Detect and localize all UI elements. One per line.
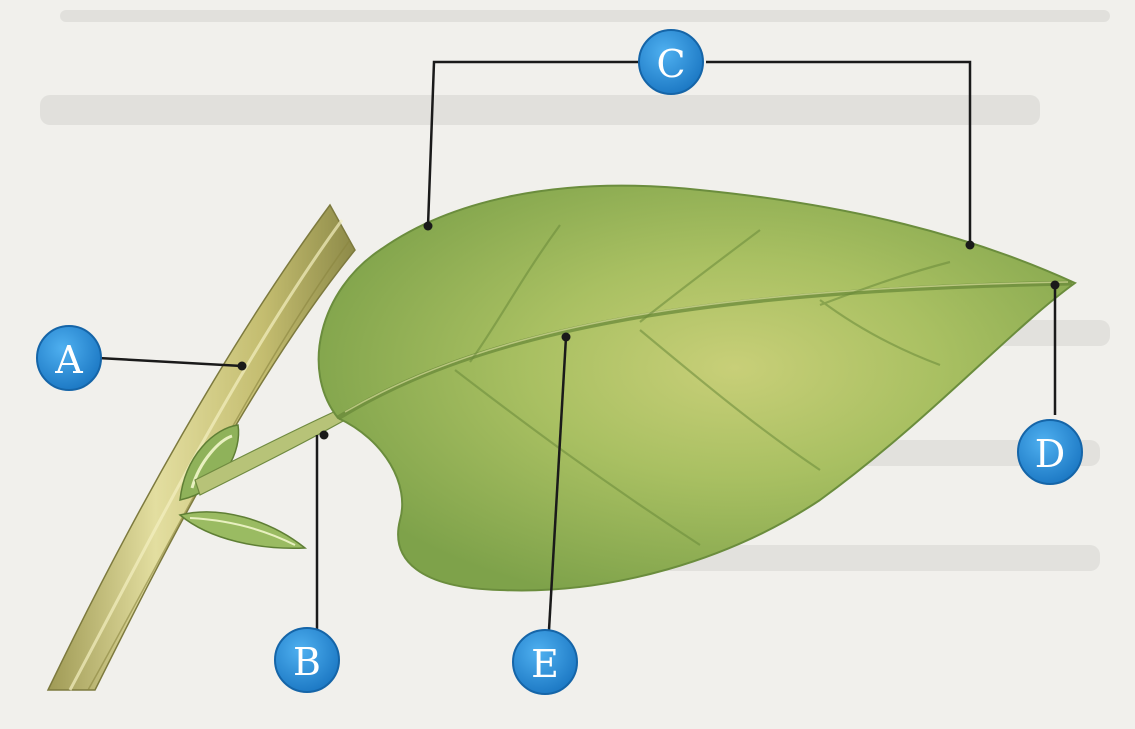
leader-e-dot: [562, 333, 571, 342]
leader-d-dot: [1051, 281, 1060, 290]
leader-c-dot-left: [424, 222, 433, 231]
label-badge-d: D: [1018, 420, 1082, 484]
label-badge-b: B: [275, 628, 339, 692]
label-a-text: A: [54, 338, 83, 382]
label-d-text: D: [1035, 432, 1065, 476]
label-badge-a: A: [37, 326, 101, 390]
leader-a-dot: [238, 362, 247, 371]
label-badge-e: E: [513, 630, 577, 694]
label-b-text: B: [293, 640, 321, 684]
label-e-text: E: [531, 642, 559, 686]
leader-b-dot: [320, 431, 329, 440]
leaf-blade: [319, 186, 1075, 591]
label-badge-c: C: [639, 30, 703, 94]
leader-a: [98, 358, 242, 366]
label-c-text: C: [656, 42, 685, 86]
leader-c-dot-right: [966, 241, 975, 250]
